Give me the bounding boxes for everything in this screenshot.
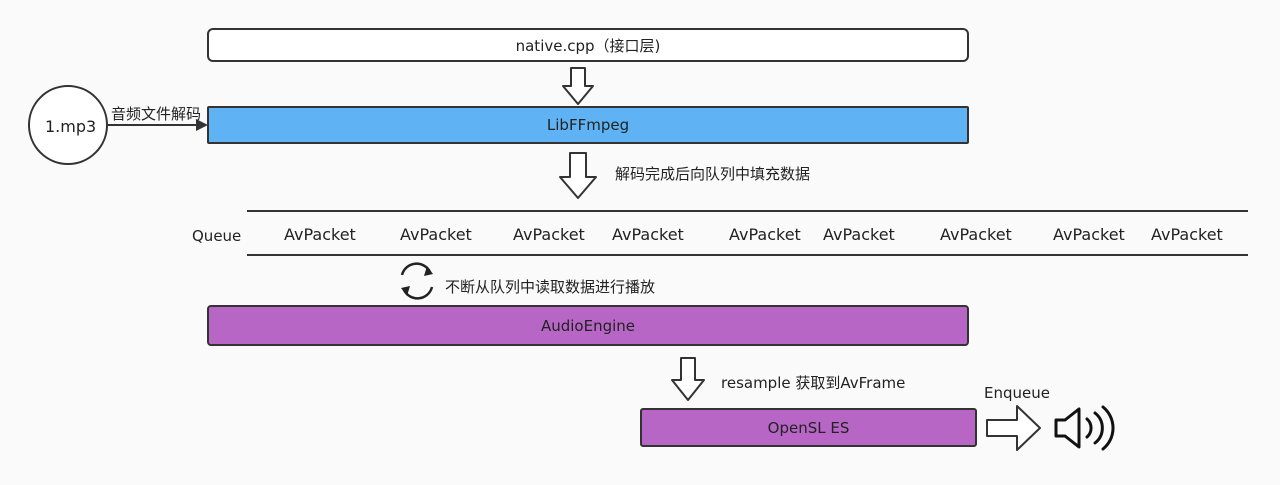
native-box-label: native.cpp（接口层) (515, 36, 661, 55)
queue-packet: AvPacket (823, 225, 895, 244)
input-file-label: 1.mp3 (45, 117, 97, 136)
native-box: native.cpp（接口层) (207, 28, 969, 62)
fill-queue-label: 解码完成后向队列中填充数据 (615, 165, 811, 183)
audio-engine-box-label: AudioEngine (540, 316, 636, 335)
right-arrow-enqueue (986, 405, 1041, 451)
queue-packet: AvPacket (612, 225, 684, 244)
opensl-box-label: OpenSL ES (767, 418, 850, 437)
libffmpeg-box: LibFFmpeg (207, 106, 969, 144)
decode-arrow (107, 119, 208, 131)
queue-packet: AvPacket (940, 225, 1012, 244)
opensl-box: OpenSL ES (640, 408, 977, 447)
queue-packet: AvPacket (513, 225, 585, 244)
queue-packet: AvPacket (729, 225, 801, 244)
down-arrow-audioengine-to-opensl (671, 357, 705, 401)
queue-packet: AvPacket (400, 225, 472, 244)
decode-audio-label: 音频文件解码 (111, 105, 202, 123)
queue-packet: AvPacket (1053, 225, 1125, 244)
libffmpeg-box-label: LibFFmpeg (546, 116, 630, 134)
queue-packet: AvPacket (1151, 225, 1223, 244)
enqueue-label: Enqueue (984, 384, 1050, 402)
down-arrow-libffmpeg-to-queue (559, 152, 597, 199)
refresh-icon (400, 262, 434, 300)
down-arrow-native-to-libffmpeg (562, 67, 594, 105)
speaker-icon (1054, 405, 1115, 451)
read-queue-label: 不断从队列中读取数据进行播放 (445, 278, 656, 296)
resample-label: resample 获取到AvFrame (721, 374, 906, 392)
queue-label: Queue (192, 227, 242, 245)
queue-packet: AvPacket (284, 225, 356, 244)
audio-engine-box: AudioEngine (207, 305, 969, 346)
